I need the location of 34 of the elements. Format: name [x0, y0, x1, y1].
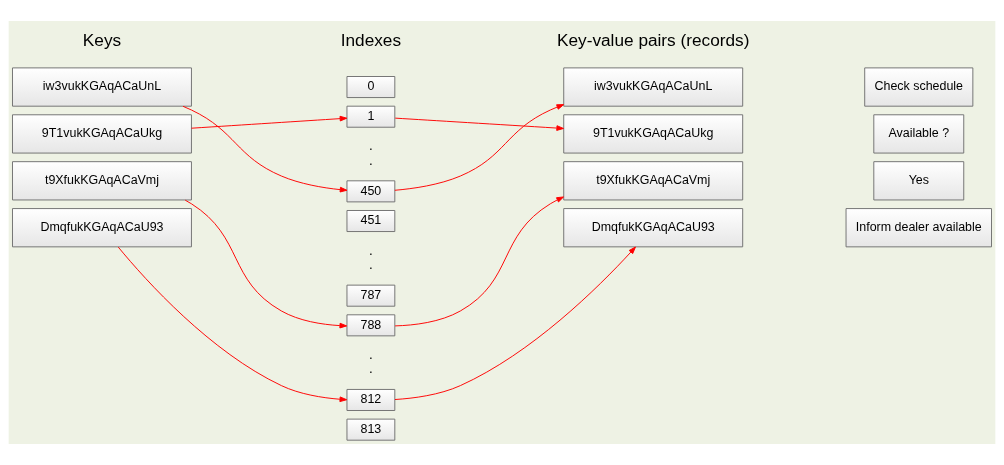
node-box: t9XfukKGAqACaVmj	[12, 161, 192, 201]
node-box: 788	[346, 314, 396, 337]
node-box: 813	[346, 418, 396, 441]
arrow	[117, 246, 348, 403]
arrow	[394, 196, 564, 327]
arrow	[191, 115, 348, 129]
node-box: 0	[346, 76, 396, 99]
node-box: 812	[346, 388, 396, 411]
node-box: DmqfukKGAqACaU93	[563, 208, 744, 248]
node-box: Inform dealer available	[845, 208, 992, 248]
node-box: 451	[346, 210, 396, 232]
label: . .	[369, 347, 373, 377]
node-box: 9T1vukKGAqACaUkg	[12, 114, 192, 154]
node-box: 1	[346, 105, 396, 128]
arrow	[394, 246, 636, 400]
node-box: 787	[346, 284, 396, 307]
arrow	[184, 199, 348, 329]
arrow	[394, 104, 565, 191]
node-box: Yes	[873, 161, 965, 201]
node-box: iw3vukKGAqACaUnL	[12, 67, 192, 107]
node-box: Check schedule	[864, 67, 974, 107]
arrow	[182, 105, 348, 193]
label: Key-value pairs (records)	[557, 30, 750, 51]
node-box: 450	[346, 180, 396, 203]
arrow	[394, 117, 564, 131]
node-box: 9T1vukKGAqACaUkg	[563, 114, 744, 154]
label: Keys	[82, 30, 122, 51]
node-box: DmqfukKGAqACaU93	[12, 208, 192, 248]
node-box: iw3vukKGAqACaUnL	[563, 67, 744, 107]
label: . .	[369, 138, 373, 168]
label: Indexes	[340, 30, 402, 51]
node-box: Available ?	[873, 114, 965, 154]
node-box: t9XfukKGAqACaVmj	[563, 161, 744, 201]
label: . .	[369, 242, 373, 273]
